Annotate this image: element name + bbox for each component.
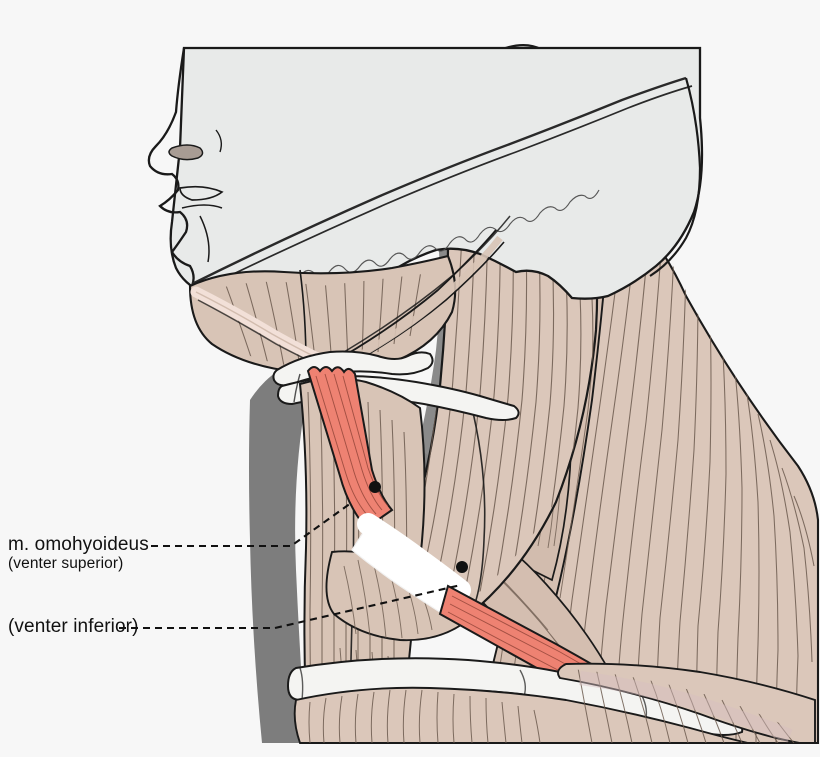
label-venter-inferior: (venter inferior) [8,616,139,637]
label-omohyoideus-title: m. omohyoideus [8,534,149,555]
mandible-cut-line [191,76,687,286]
leader-dot-venter-inferior [456,561,468,573]
leader-endpoints [369,481,468,573]
leader-line-venter-inferior [119,583,462,630]
nostril [168,144,204,161]
leader-dot-venter-superior [369,481,381,493]
label-venter-inferior-title: (venter inferior) [8,616,139,637]
label-omohyoideus-subtitle: (venter superior) [8,555,124,573]
deltoid-muscle [557,662,816,744]
pectoralis-major-muscle [293,686,749,744]
head-and-face [147,44,704,300]
leader-lines [119,502,462,630]
label-omohyoideus: m. omohyoideus (venter superior) [8,534,149,573]
